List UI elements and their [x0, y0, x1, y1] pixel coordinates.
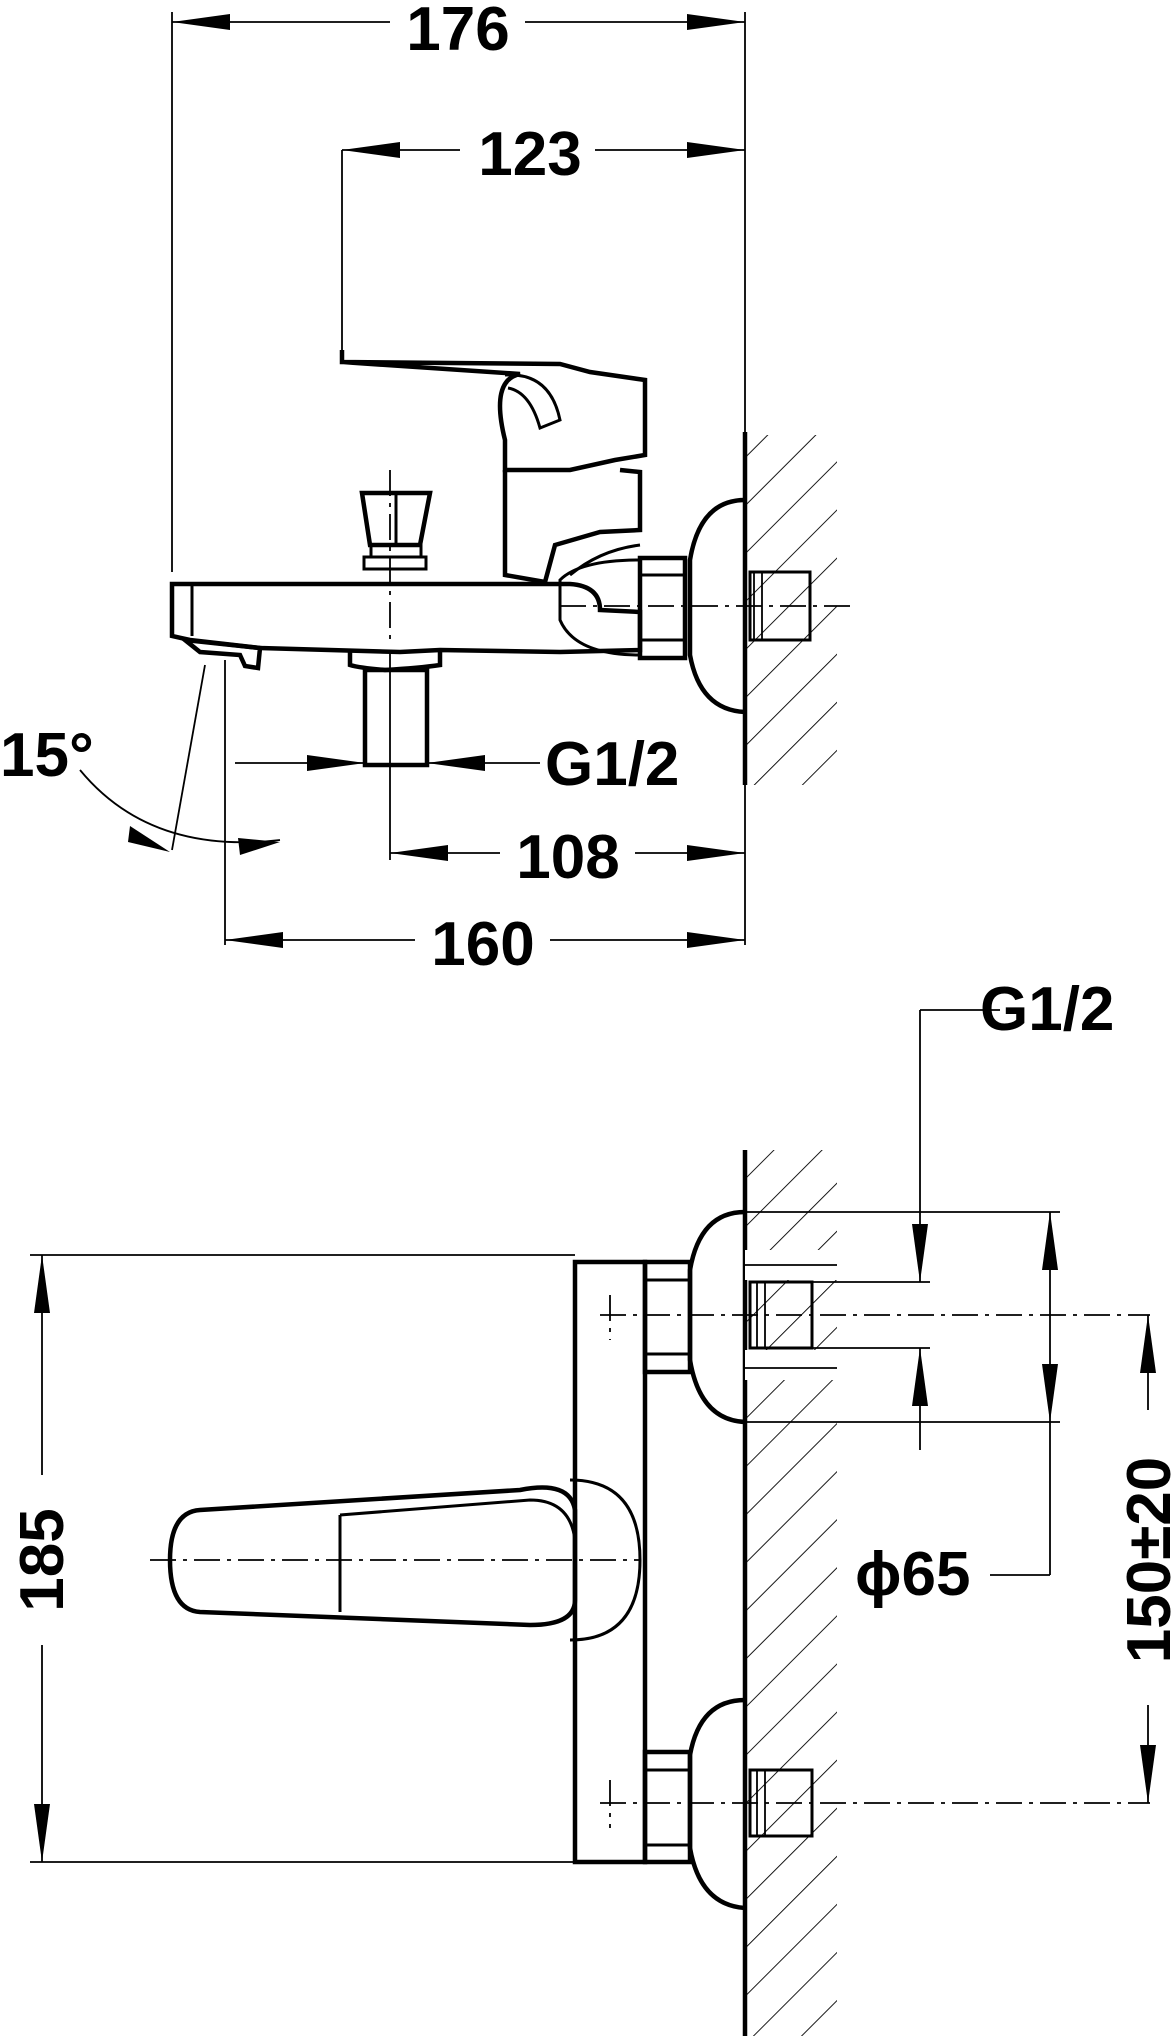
inlet-nut: [637, 555, 688, 661]
wall-hatch-bottom: [745, 1150, 837, 2036]
lower-flange: [687, 1697, 746, 1911]
dim-flange-diameter: ϕ65: [855, 1540, 970, 1609]
dim-angle: 15°: [0, 721, 94, 790]
mixer-body: [572, 1259, 648, 1865]
dim-inlet-spacing: 150±20: [1115, 1457, 1175, 1663]
dim-inlet-thread: G1/2: [980, 975, 1114, 1044]
side-view: 176 123 15° G1/2 108 160: [0, 0, 850, 979]
upper-flange: [687, 1209, 746, 1425]
dim-108: 108: [516, 823, 619, 892]
dim-176: 176: [406, 0, 509, 64]
aerator: [177, 636, 263, 671]
shower-outlet: [347, 652, 443, 673]
wall-flange: [687, 497, 746, 715]
spout-body: [169, 581, 643, 655]
handle-lever: [339, 350, 648, 473]
dim-outlet-thread: G1/2: [545, 730, 679, 799]
front-view: G1/2 ϕ65 150±20 185: [8, 975, 1175, 2036]
dim-185: 185: [8, 1508, 77, 1611]
dim-123: 123: [478, 120, 581, 189]
valve-body: [502, 467, 643, 585]
dim-160: 160: [431, 910, 534, 979]
handle-front: [167, 1485, 578, 1628]
wall-hatch-top: [745, 435, 837, 785]
